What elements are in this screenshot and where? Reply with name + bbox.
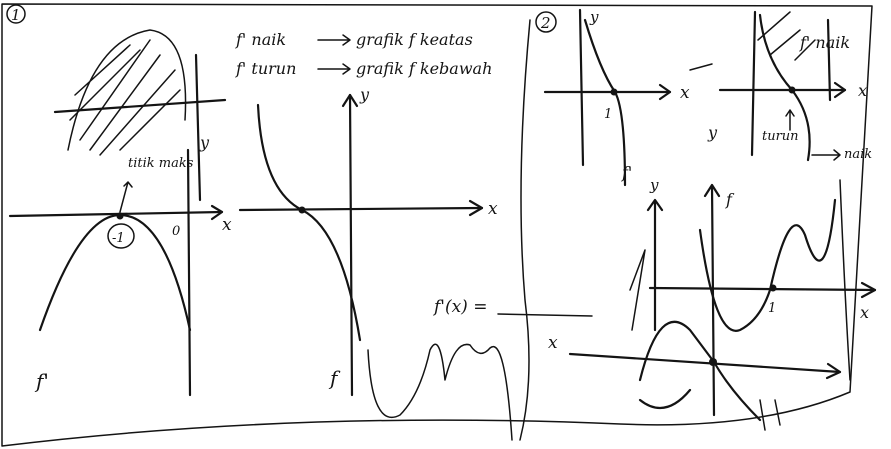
- graph-c-wave-upper: [698, 198, 837, 332]
- section-two-number: 2: [540, 14, 551, 32]
- graph-a-x-label: x: [680, 83, 690, 103]
- section-one: 1 y x 0 -1 titik maks f' f' naik grafik …: [6, 4, 593, 441]
- graph-b-naik-arrow: [811, 149, 841, 161]
- graph-c-scribble: [629, 249, 781, 431]
- graph-a-x-arrow: [658, 83, 672, 101]
- graph-c-f-label: f: [725, 190, 735, 209]
- graph-c-one: 1: [768, 301, 776, 316]
- scribble: [67, 29, 187, 156]
- graph-a-y-axis: [578, 8, 585, 167]
- f-y-arrow: [341, 93, 359, 108]
- graph-c-wave-lower: [638, 320, 762, 422]
- wavy-sketch: [367, 343, 513, 441]
- fprime-x-arrow: [210, 204, 224, 221]
- graph-c-lower-x-label: x: [548, 333, 558, 353]
- graph-a-point: [610, 88, 618, 96]
- graph-c-upper-x-axis: [648, 286, 877, 292]
- rule-increasing-result: grafik f keatas: [356, 30, 473, 49]
- graph-c-upper-point: [769, 284, 777, 292]
- rule-decreasing-arrow: [317, 63, 351, 75]
- graph-b-y-axis: [750, 10, 757, 157]
- origin-label: 0: [172, 224, 180, 239]
- graph-c-right-edge: [839, 179, 851, 381]
- rule-decreasing-result: grafik f kebawah: [356, 59, 492, 78]
- max-point-pointer: [119, 181, 133, 213]
- graph-b-x-arrow: [833, 81, 847, 99]
- section-one-circle: [6, 4, 26, 24]
- rule-increasing-arrow: [317, 34, 351, 46]
- graph-b-naik: naik: [844, 147, 872, 162]
- fx-equals: f'(x) =: [432, 297, 487, 317]
- circled-value: -1: [112, 231, 125, 246]
- max-point: [116, 212, 124, 220]
- fprime-x-label: x: [222, 215, 232, 235]
- graph-c-lower-x-axis: [568, 352, 842, 374]
- page-divider: [519, 19, 531, 441]
- graph-b-x-label: x: [858, 81, 867, 100]
- graph-a-y-label-2: y: [649, 176, 659, 194]
- graph-a-fprime: f': [621, 163, 632, 182]
- f-y-label: y: [359, 85, 370, 104]
- f-curve: [256, 103, 362, 342]
- paper-border: [1, 3, 873, 447]
- section-two-circle: [535, 11, 557, 33]
- fprime-x-axis: [8, 210, 224, 218]
- graph-c-lower-x-arrow: [825, 362, 842, 380]
- graph-a-curve: [583, 18, 627, 187]
- fx-answer-line: [497, 313, 593, 317]
- graph-b-right-line: [826, 18, 832, 102]
- scribble-y-label: y: [199, 133, 210, 152]
- f-x-axis: [238, 206, 484, 212]
- rule-decreasing: f' turun: [235, 59, 296, 78]
- fprime-y-axis: [186, 148, 192, 397]
- fprime-label: f': [34, 369, 49, 393]
- graph-a-one: 1: [604, 107, 612, 122]
- graph-b-y-label-2: y: [707, 123, 718, 142]
- max-point-label: titik maks: [128, 156, 194, 171]
- f-x-label: x: [488, 199, 498, 219]
- graph-b-scribbles: [757, 11, 816, 61]
- circled-value-ring: [107, 223, 135, 249]
- f-label: f: [328, 366, 341, 390]
- graph-c-upper-x-arrow: [860, 281, 877, 299]
- graph-b-fprime-naik: f' naik: [799, 33, 850, 52]
- f-x-arrow: [468, 199, 484, 217]
- scribble-yaxis: [194, 53, 202, 202]
- f-y-axis: [348, 93, 354, 397]
- section-two: 2 x y 1 f' y y x f' naik turun naik f x: [535, 8, 877, 431]
- rule-increasing: f' naik: [235, 30, 286, 49]
- graph-c-upper-x-label: x: [860, 303, 869, 322]
- graph-b-turun: turun: [762, 129, 799, 144]
- section-one-number: 1: [11, 6, 21, 24]
- graph-c-f-axis: [703, 183, 721, 417]
- graph-a-arrow: [689, 63, 713, 71]
- graph-b-turun-arrow: [785, 109, 795, 131]
- graph-c-lower-point: [709, 358, 717, 366]
- graph-a-y-label: y: [589, 8, 599, 26]
- graph-c-fprime-axis: [646, 198, 664, 332]
- graph-b-point: [788, 86, 796, 94]
- f-inflection-point: [298, 206, 306, 214]
